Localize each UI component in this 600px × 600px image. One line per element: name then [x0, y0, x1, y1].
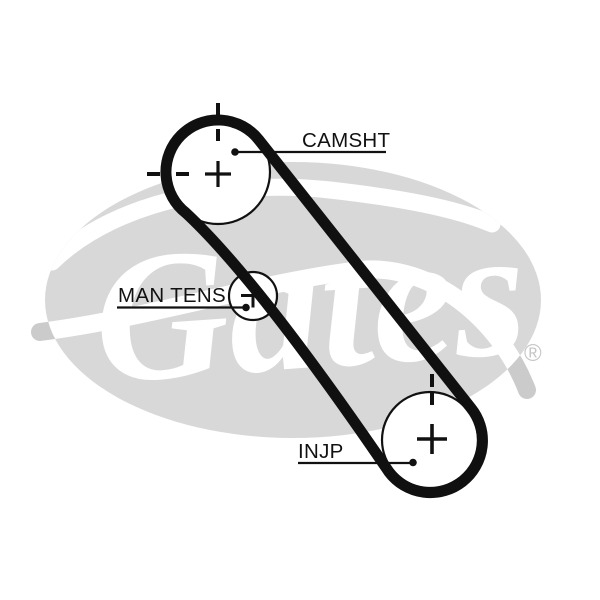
- camshaft-label: CAMSHT: [302, 129, 391, 152]
- gates-watermark-ellipse: [45, 162, 541, 438]
- gates-under-swash-outside: [31, 260, 536, 399]
- gates-top-swash: [45, 178, 501, 271]
- timing-belt: [160, 114, 488, 499]
- tensioner-label: MAN TENS: [118, 284, 226, 307]
- camshaft-center-cross: [205, 161, 231, 187]
- camshaft-leader-dot: [231, 148, 239, 156]
- tensioner-leader-dot: [242, 303, 250, 312]
- injection-pump-label: INJP: [298, 440, 344, 463]
- injection-pump-leader-dot: [409, 458, 417, 467]
- registered-trademark-icon: ®: [524, 340, 542, 367]
- tensioner-center-cross: [241, 283, 265, 308]
- injection-pump-center-cross: [417, 424, 447, 454]
